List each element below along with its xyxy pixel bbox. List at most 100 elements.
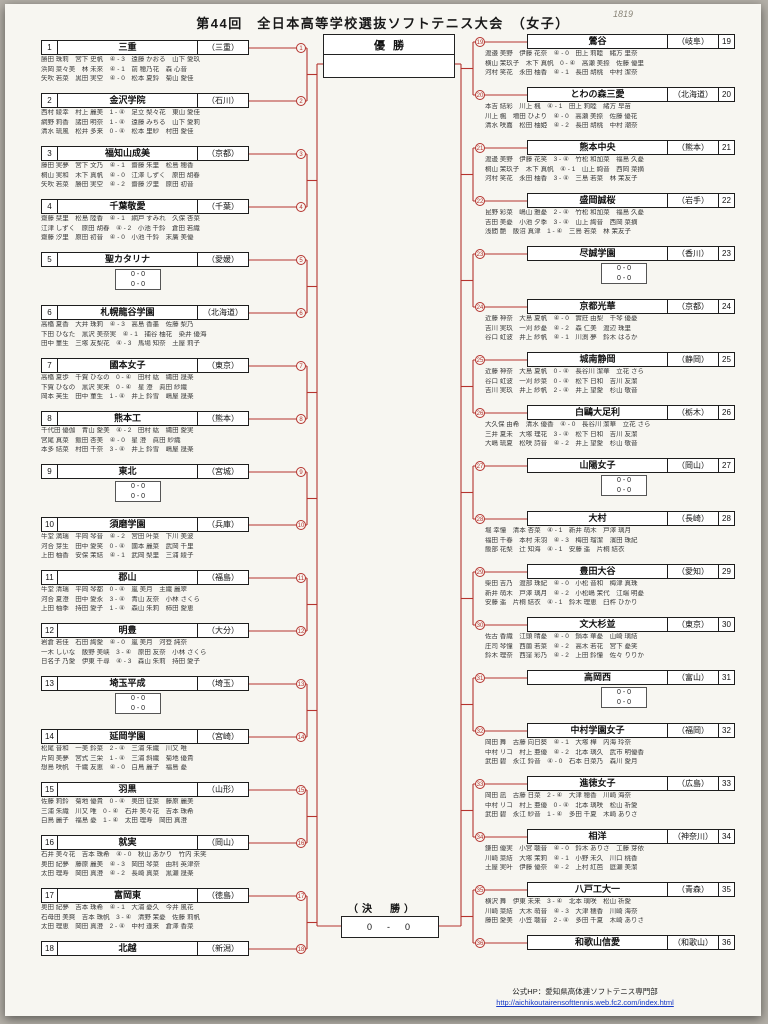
match-number-circle: 16 [296,838,306,848]
player-row: 中村 リコ 村上 亜優 ④ - 2 北本 璃久 武市 明優香 [485,748,644,756]
player-row: 宮尾 真菜 飯田 杏美 ④ - 0 星 澄 眞田 紗織 [41,436,181,444]
school-name: 熊本中央 [527,140,668,155]
school-name: 和歌山信愛 [527,935,668,950]
match-number-circle: 22 [475,196,485,206]
player-row: 佐古 香織 江頭 晴憂 ④ - 0 鍋本 華憂 山崎 璃結 [485,633,638,640]
match-number-circle: 12 [296,626,306,636]
prefecture: （京都） [197,146,249,161]
player-row: 柴田 吉乃 渡部 珠紀 ④ - 0 小松 音和 梅津 真珠 [485,580,638,587]
school-name: 三重 [57,40,198,55]
champion-label: 優勝 [323,34,455,55]
draw-number: 19 [718,34,735,49]
player-row: 庄司 琴憧 西薗 若菜 ④ - 2 高木 若花 宮下 憂笑 [485,642,638,650]
school-name: 埼玉平成 [57,676,198,691]
prefecture: （埼玉） [197,676,249,691]
final-score-box: 0 - 0 [341,916,439,938]
player-row: 川崎 菜結 大木 萌音 ④ - 3 大津 穂香 川崎 海奈 [485,907,638,915]
prefecture: （青森） [667,882,719,897]
match-number-circle: 7 [296,361,306,371]
draw-number: 36 [718,935,735,950]
player-row: 本多 結菜 村田 千奈 3 - ④ 井上 鈴雪 嶋屋 晟楽 [41,446,194,453]
draw-number: 32 [718,723,735,738]
draw-number: 24 [718,299,735,314]
match-number-circle: 26 [475,408,485,418]
player-row: 堀 幸憧 清本 杏菜 ④ - 1 新井 萌木 戸澤 璃月 [485,527,631,534]
school-name: 富岡東 [57,888,198,903]
player-row: 本吉 結彩 川上 楓 ④ - 1 田上 莉睦 緒方 早苗 [485,103,631,110]
draw-number: 11 [41,570,58,585]
match-number-circle: 6 [296,308,306,318]
player-row: 桐山 茉玖子 木下 真帆 ④ - 1 山上 絢音 西岡 菜摘 [485,165,644,173]
prefecture: （東京） [667,617,719,632]
match-number-circle: 8 [296,414,306,424]
final-label: （決 勝） [348,904,418,915]
player-row: 岡本 芙生 田中 菫生 1 - ④ 井上 鈴雪 嶋屋 晟楽 [41,393,194,400]
school-header: 城南静岡（静岡）25 [527,352,735,367]
draw-number: 15 [41,782,58,797]
player-row: 齋藤 栞里 松島 陸香 ④ - 1 網戸 すみれ 久保 杏菜 [41,215,200,222]
player-row: 川上 楓 増田 ひより ④ - 0 高瀬 美捺 佐藤 優花 [485,112,638,120]
school-header: 盛岡誠桜（岩手）22 [527,193,735,208]
player-row: 高橋 夏香 大井 珠莉 ④ - 3 高島 香墨 佐藤 梨乃 [41,321,194,328]
prefecture: （神奈川） [667,829,719,844]
player-row: 大久保 由希 清水 優香 ④ - 0 長谷川 潔華 立花 さら [485,421,651,428]
prefecture: （岐阜） [667,34,719,49]
player-row: 土屋 実叶 伊藤 優奈 ④ - 2 上村 紅芭 庭瀬 美潔 [485,864,638,871]
school-name: 聖カタリナ [57,252,198,267]
player-row: 鈴木 理奈 西窪 彩乃 ④ - 2 上田 鈴憧 佐々 りりか [485,652,644,659]
prefecture: （岩手） [667,193,719,208]
player-row: 横沢 舞 伊東 未来 3 - ④ 北本 璃咲 松山 祈愛 [485,898,631,905]
match-number-circle: 21 [475,143,485,153]
player-row: 西村 綾幸 村上 麗美 1 - ④ 足立 梨々花 東山 愛佳 [41,109,200,116]
prefecture: （愛知） [667,564,719,579]
draw-number: 31 [718,670,735,685]
player-row: 田中 菫生 三塚 友梨花 ④ - 3 馬場 知奈 土屋 莉子 [41,340,200,347]
school-name: 金沢学院 [57,93,198,108]
player-row: 大嶋 琉夏 松咲 詩音 ④ - 2 井上 望愛 杉山 敬音 [485,440,638,447]
player-row: 矢吹 若菜 黒田 実空 ④ - 0 松本 夏鈴 菊山 愛佳 [41,75,194,82]
draw-number: 33 [718,776,735,791]
school-name: 中村学園女子 [527,723,668,738]
player-row: 川崎 菜結 大塚 茉莉 ④ - 1 小野 未久 川口 桃香 [485,854,638,862]
match-number-circle: 31 [475,673,485,683]
match-number-circle: 35 [475,885,485,895]
player-row: 武田 碧 永江 鈴音 ④ - 0 石本 日菜乃 森川 愛月 [485,758,638,765]
draw-number: 16 [41,835,58,850]
champion-box: 優勝 [323,34,455,78]
prefecture: （千葉） [197,199,249,214]
player-row: 日名子 乃愛 伊東 千尋 ④ - 3 森山 朱莉 持田 愛子 [41,658,200,665]
player-row: 藤田 実夢 宮下 文乃 ④ - 1 齋藤 朱里 松島 穂香 [41,162,194,169]
match-number-circle: 27 [475,461,485,471]
player-row: 江津 しずく 原田 胡春 ④ - 2 小池 千鈴 倉田 若織 [41,224,200,232]
player-row: 白鳥 麗子 福島 憂 1 - ④ 太田 理寿 岡田 真澄 [41,817,187,824]
player-row: 近藤 神奈 大島 夏帆 ④ - 0 實莊 由梨 千琴 優憂 [485,315,638,322]
prefecture: （香川） [667,246,719,261]
player-row: 河村 笑花 永田 柚香 3 - ④ 三島 若菜 林 茉友子 [485,175,638,182]
prefecture: （静岡） [667,352,719,367]
school-name: 鶯谷 [527,34,668,49]
prefecture: （福島） [197,570,249,585]
footer: 公式HP：愛知県高体連ソフトテニス専門部 http://aichikoutair… [425,986,745,1009]
prefecture: （宮城） [197,464,249,479]
prefecture: （広島） [667,776,719,791]
prefecture: （兵庫） [197,517,249,532]
match-number-circle: 10 [296,520,306,530]
player-row: 太田 理寿 岡田 真澄 ④ - 2 長崎 真菜 黒瀬 晟楽 [41,870,194,877]
